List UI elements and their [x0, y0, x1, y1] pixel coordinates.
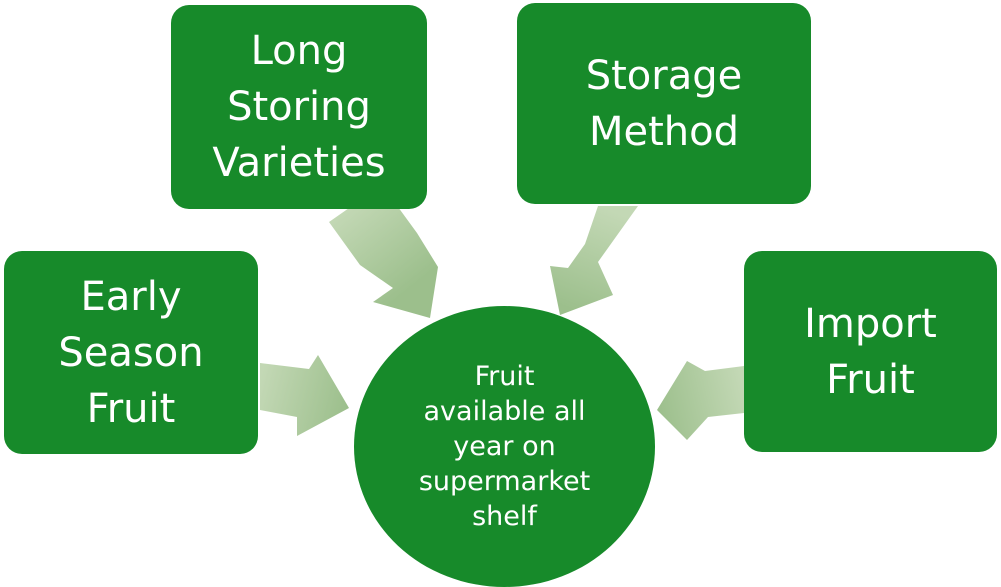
node-early-season-fruit: Early Season Fruit: [4, 251, 258, 454]
node-center-fruit-available: Fruit available all year on supermarket …: [354, 306, 655, 587]
arrow-import-to-center: [657, 361, 744, 440]
node-long-storing-varieties: Long Storing Varieties: [171, 5, 427, 209]
arrow-storage-method-to-center: [550, 206, 638, 315]
arrow-long-storing-to-center: [329, 185, 438, 318]
node-storage-method: Storage Method: [517, 3, 811, 204]
arrow-early-season-to-center: [260, 355, 349, 436]
node-import-fruit: Import Fruit: [744, 251, 997, 452]
